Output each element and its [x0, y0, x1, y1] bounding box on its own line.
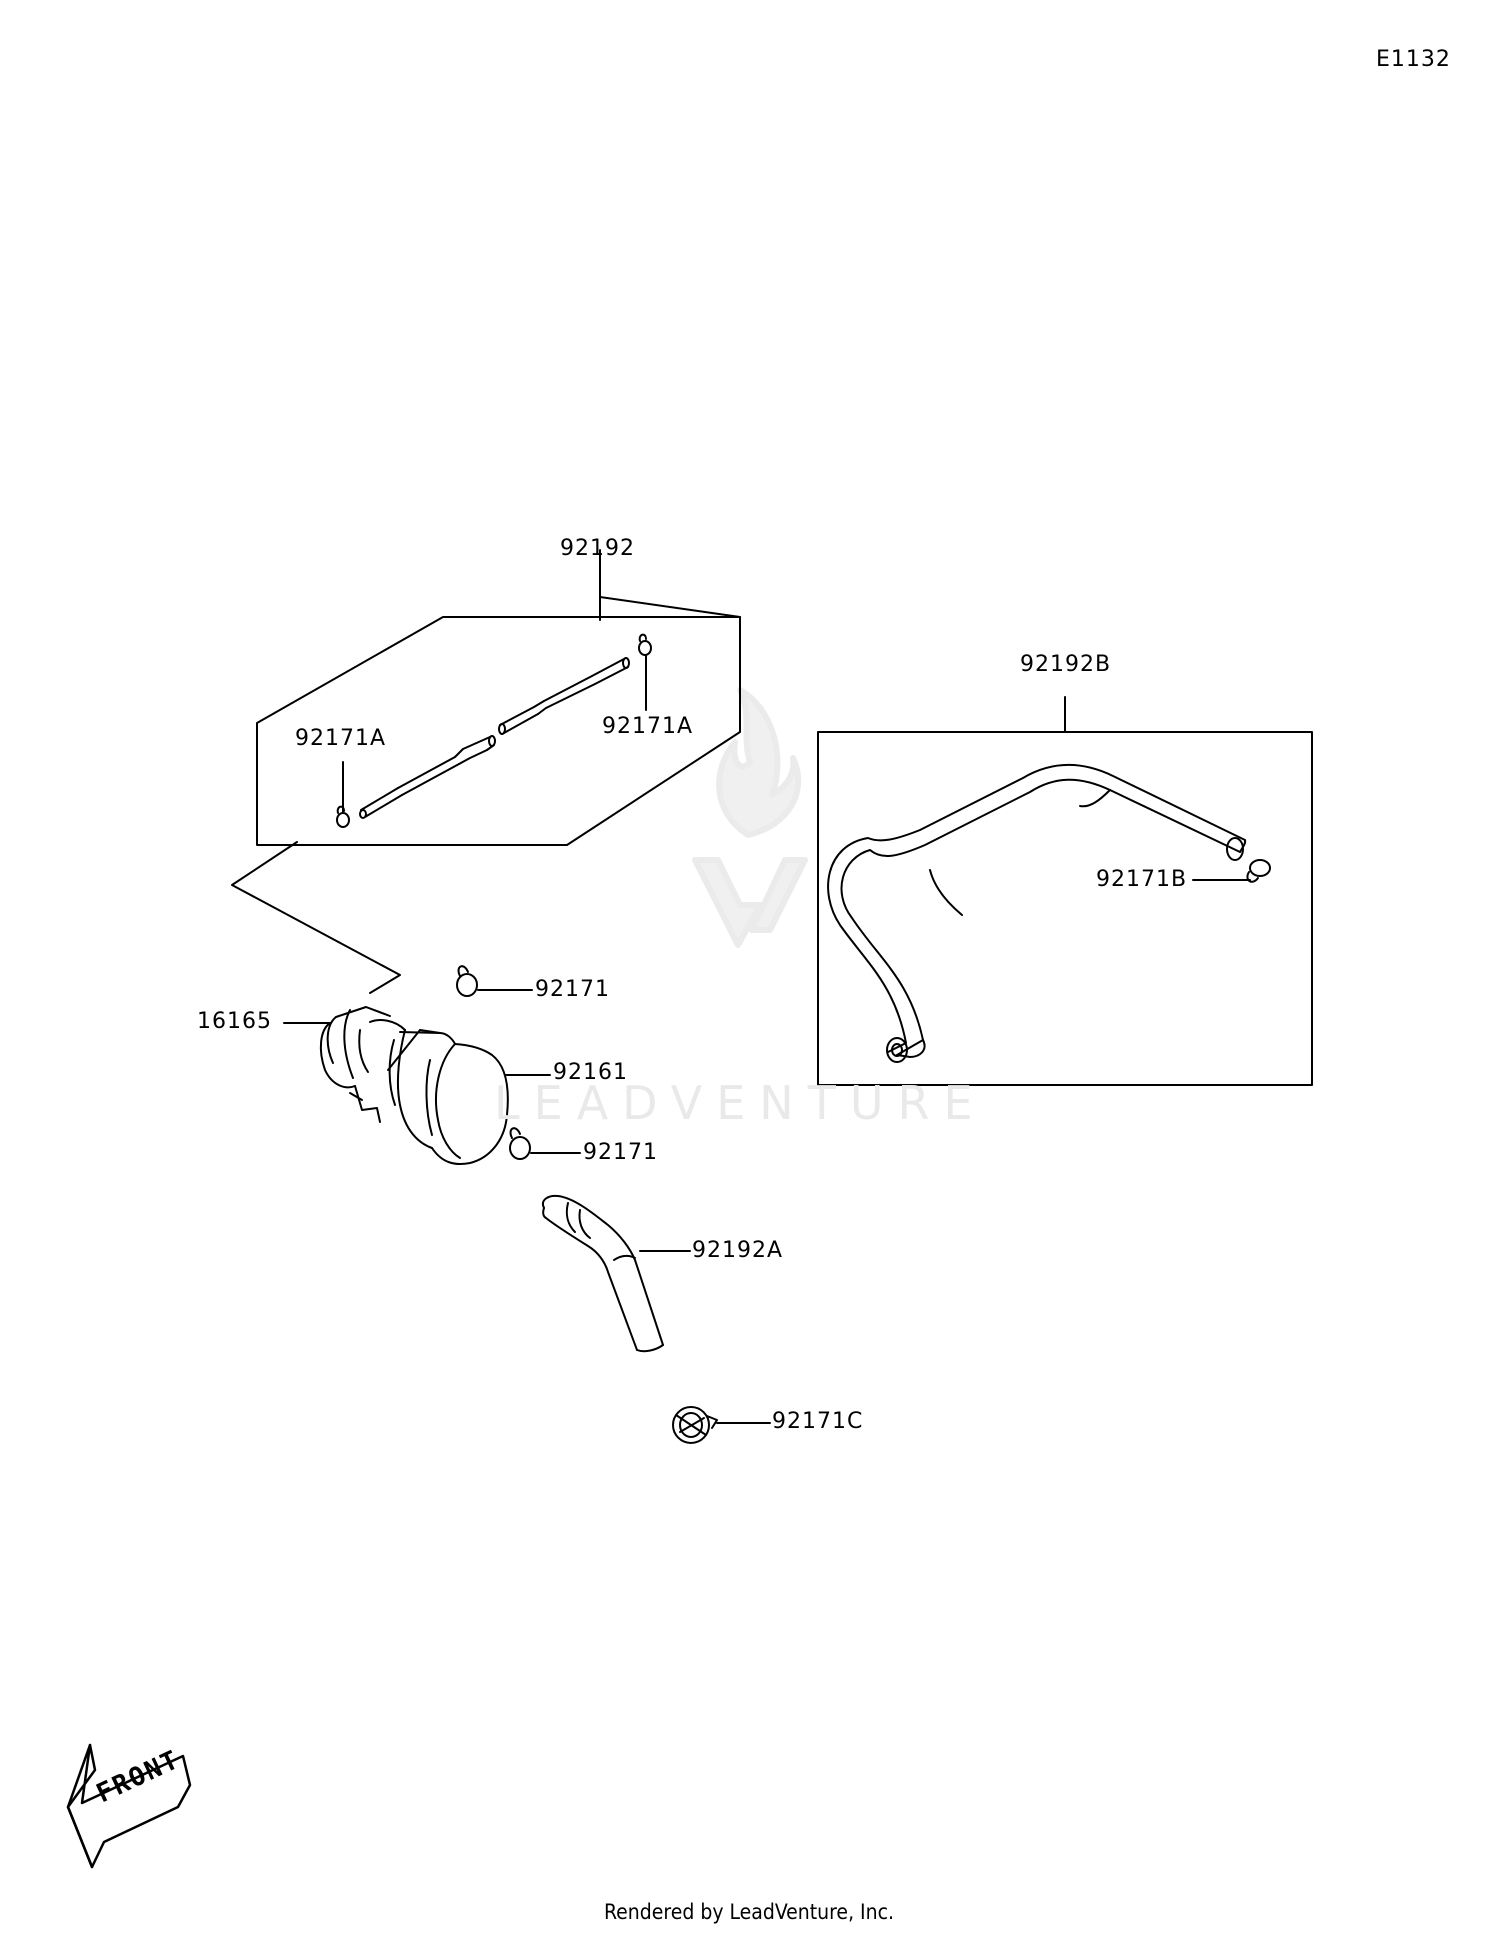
kit-92192B-box: [817, 696, 1313, 1086]
front-arrow-icon: [66, 1743, 192, 1869]
footer-credit: Rendered by LeadVenture, Inc.: [604, 1900, 894, 1924]
rod-segment-left: [359, 735, 496, 819]
watermark-text: LEADVENTURE: [494, 1076, 987, 1130]
valve-assembly-16165: [319, 1006, 441, 1149]
kit-92192-box: [231, 549, 741, 994]
watermark-logo: [692, 687, 808, 948]
clamp-92171C-shape: [672, 1406, 718, 1444]
callout-92171C[interactable]: 92171C: [772, 1409, 864, 1434]
valve-cap-92161: [419, 1029, 509, 1166]
callout-92171-lower[interactable]: 92171: [583, 1140, 658, 1165]
clamp-92171B-shape: [1246, 859, 1271, 883]
callout-92171A-right[interactable]: 92171A: [602, 714, 694, 739]
callout-92171-upper[interactable]: 92171: [535, 977, 610, 1002]
hose-92192A: [542, 1194, 664, 1353]
callout-92192B[interactable]: 92192B: [1020, 652, 1112, 677]
tube-92192B: [827, 764, 1247, 1063]
callout-92171A-left[interactable]: 92171A: [295, 726, 387, 751]
clamp-92171-lower-shape: [509, 1127, 531, 1160]
diagram-id: E1132: [1376, 47, 1451, 72]
callout-92161[interactable]: 92161: [553, 1060, 628, 1085]
callout-92192[interactable]: 92192: [560, 536, 635, 561]
rod-segment-right: [498, 657, 630, 735]
clamp-92171-upper-shape: [456, 965, 478, 997]
clamp-92171A-right-shape: [638, 633, 652, 656]
callout-92192A[interactable]: 92192A: [692, 1238, 784, 1263]
callout-92171B[interactable]: 92171B: [1096, 867, 1188, 892]
callout-16165[interactable]: 16165: [197, 1009, 272, 1034]
